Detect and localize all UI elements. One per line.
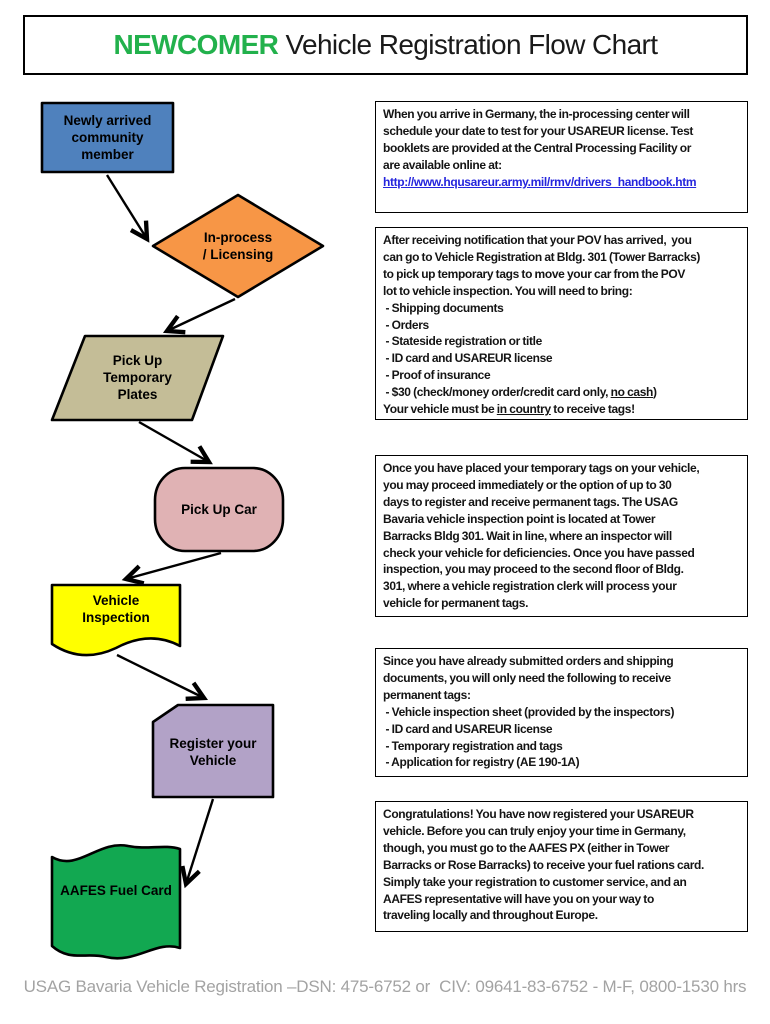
info-box-1-text: When you arrive in Germany, the in-proce… xyxy=(383,107,694,172)
connector-6-arrow xyxy=(180,798,215,889)
page-title: NEWCOMER Vehicle Registration Flow Chart xyxy=(23,15,748,75)
node-label-aafes-fuel-card: AAFES Fuel Card xyxy=(60,883,172,898)
node-shape-newly-arrived xyxy=(40,101,175,174)
node-shape-pick-up-car xyxy=(153,466,285,553)
no-cash-underline: no cash xyxy=(610,385,654,400)
node-label-vehicle-inspection: Vehicle Inspection xyxy=(82,593,150,625)
node-label-temporary-plates: Pick Up Temporary Plates xyxy=(103,353,172,402)
title-highlight: NEWCOMER xyxy=(113,29,279,60)
info-box-permanent-tags: Since you have already submitted orders … xyxy=(375,648,748,777)
info-box-inspection: Once you have placed your temporary tags… xyxy=(375,455,748,617)
node-label-newly-arrived: Newly arrived community member xyxy=(63,113,152,162)
connector-4-arrow xyxy=(121,551,222,586)
in-country-underline: in country xyxy=(496,402,551,417)
node-shape-aafes-fuel-card xyxy=(50,843,182,960)
info-box-2-text-end: to receive tags! xyxy=(550,402,635,417)
node-shape-vehicle-inspection xyxy=(50,583,182,657)
info-box-5-text: Congratulations! You have now registered… xyxy=(383,807,704,923)
node-label-pick-up-car: Pick Up Car xyxy=(181,502,257,517)
title-rest: Vehicle Registration Flow Chart xyxy=(278,29,658,60)
drivers-handbook-link[interactable]: http://www.hqusareur.army.mil/rmv/driver… xyxy=(383,174,697,189)
connector-2-arrow xyxy=(162,297,236,335)
node-label-in-process: In-process / Licensing xyxy=(202,230,274,262)
node-label-register-vehicle: Register your Vehicle xyxy=(169,736,257,768)
node-shape-in-process xyxy=(151,193,325,299)
info-box-4-text: Since you have already submitted orders … xyxy=(383,654,675,770)
info-box-fuel-card: Congratulations! You have now registered… xyxy=(375,801,748,932)
connector-5-arrow xyxy=(116,653,209,701)
node-shape-register-vehicle xyxy=(151,703,275,799)
connector-3-arrow xyxy=(138,420,213,465)
info-box-3-text: Once you have placed your temporary tags… xyxy=(383,461,700,611)
info-box-2-text: After receiving notification that your P… xyxy=(383,233,701,400)
node-shape-temporary-plates xyxy=(50,334,225,422)
connector-1-arrow xyxy=(105,174,150,243)
info-box-2-text-mid: ) Your vehicle must be xyxy=(383,385,657,417)
info-box-license-testing: When you arrive in Germany, the in-proce… xyxy=(375,101,748,213)
info-box-temporary-tags: After receiving notification that your P… xyxy=(375,227,748,420)
footer-contact-info: USAG Bavaria Vehicle Registration –DSN: … xyxy=(23,977,747,996)
